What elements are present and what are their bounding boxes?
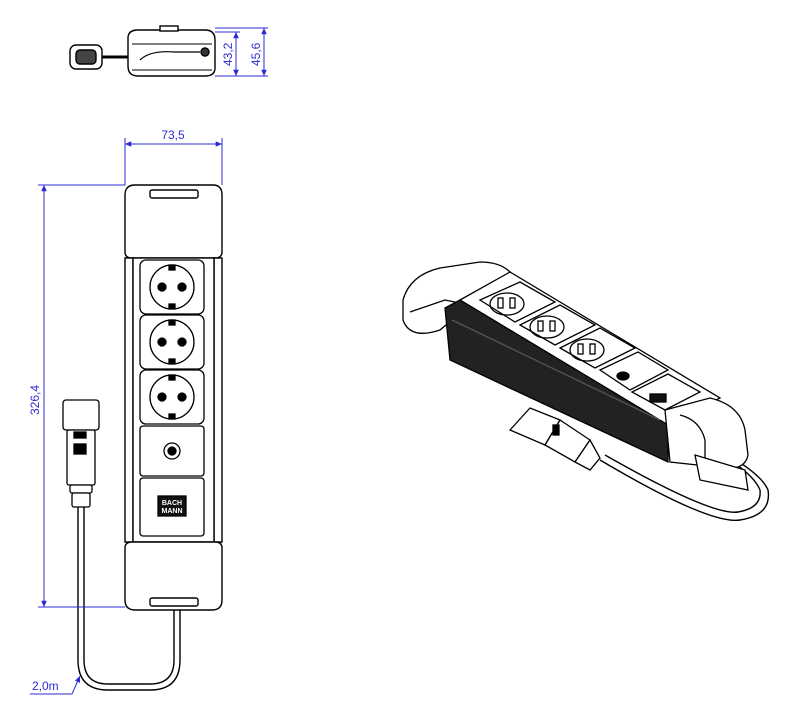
dim-height-small: 43,2	[221, 42, 235, 66]
socket-1	[139, 259, 205, 315]
socket-3	[139, 369, 205, 425]
logo-text-line2: MANN	[162, 508, 183, 515]
side-view-dimensions	[215, 27, 268, 77]
front-view-dimensions	[30, 138, 223, 695]
logo-text-line1: BACH	[162, 500, 182, 507]
side-view	[69, 25, 216, 77]
switch-module	[139, 425, 205, 477]
dim-width: 73,5	[161, 128, 185, 142]
isometric-view	[402, 261, 770, 522]
dim-height-large: 45,6	[249, 42, 263, 66]
power-cable	[77, 505, 181, 691]
dim-length: 326,4	[28, 385, 42, 415]
power-plug	[62, 399, 100, 508]
socket-2	[139, 314, 205, 370]
logo-module	[139, 477, 205, 537]
dim-cable-length: 2,0m	[32, 679, 59, 693]
